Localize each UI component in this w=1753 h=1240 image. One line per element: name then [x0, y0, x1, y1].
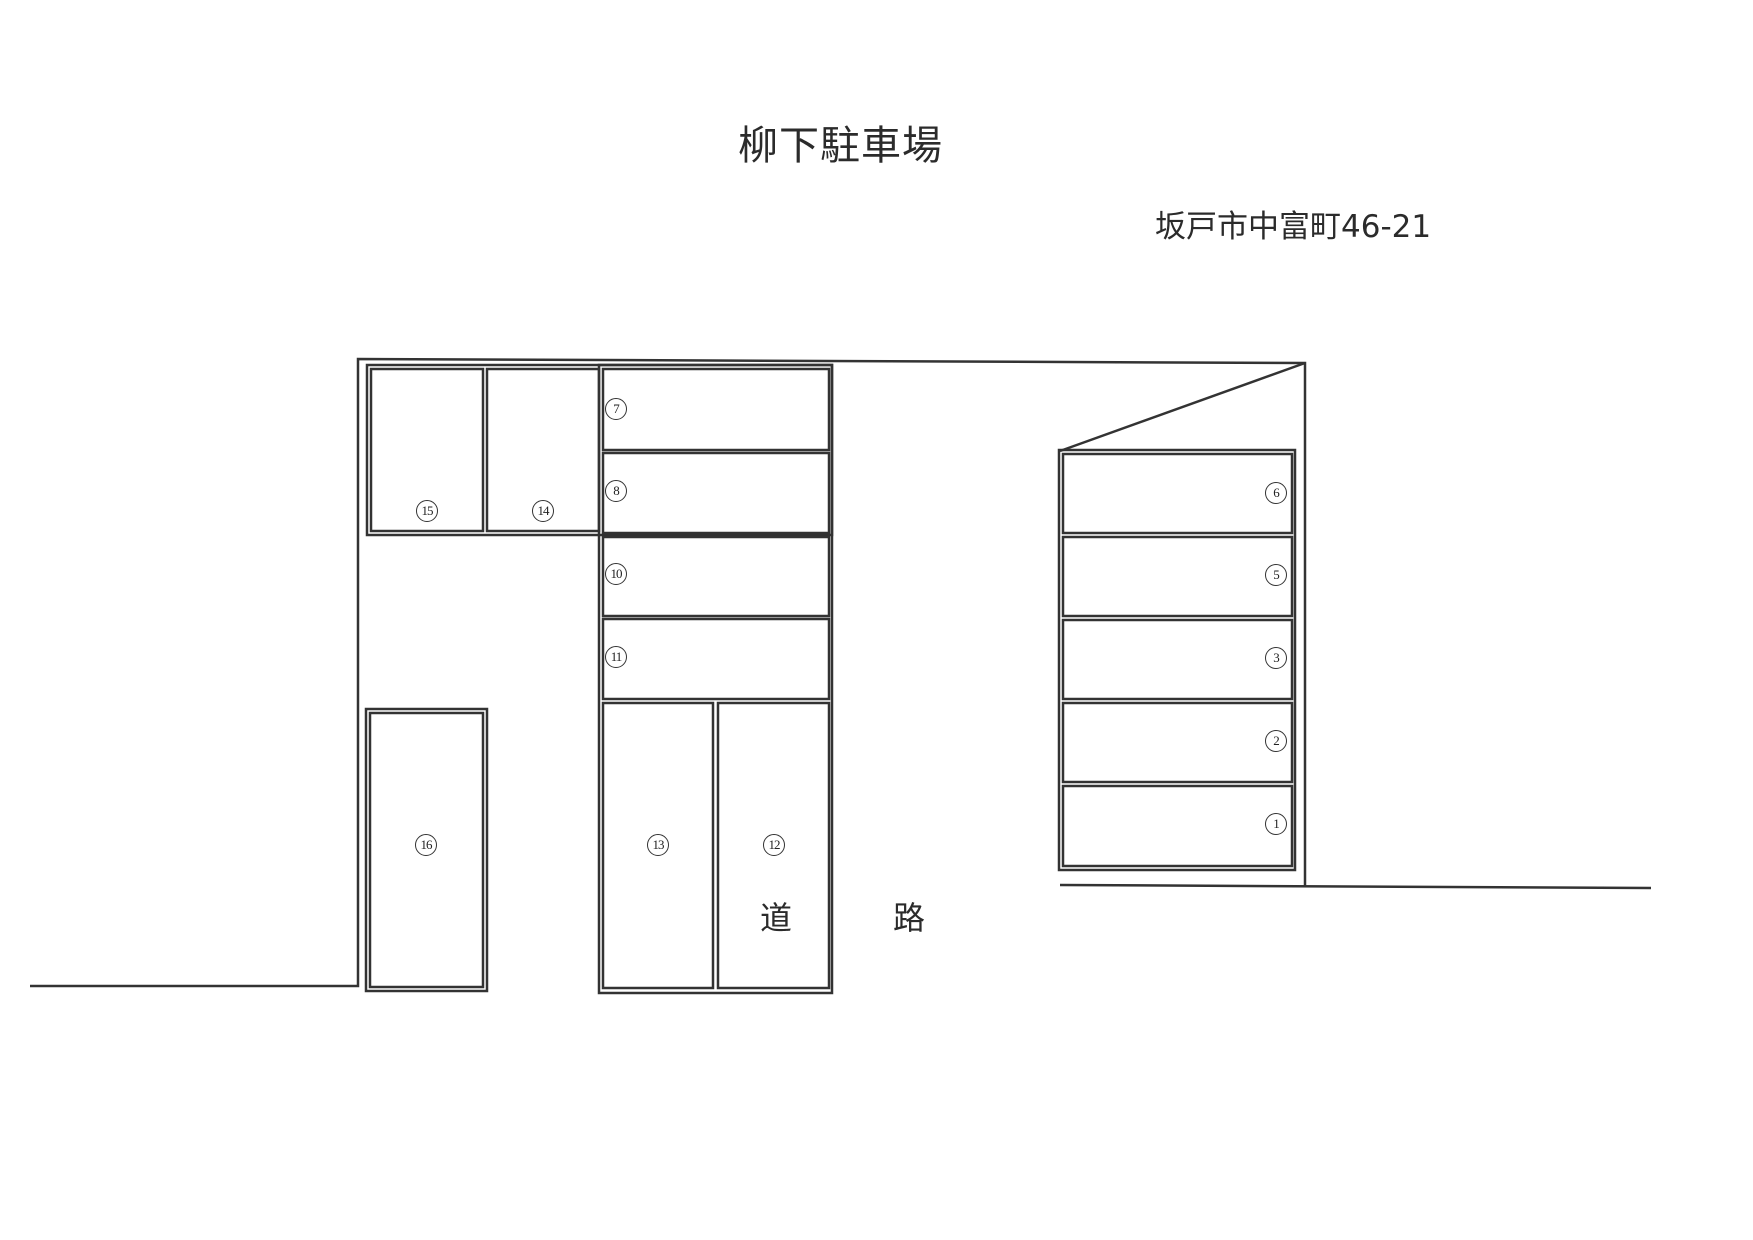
slot-number-12: 12 — [763, 834, 785, 856]
slot-number-10: 10 — [605, 563, 627, 585]
slot-number-16: 16 — [415, 834, 437, 856]
slot-number-11: 11 — [605, 646, 627, 668]
parking-slot-1[interactable] — [1061, 784, 1294, 868]
slot-number-13: 13 — [647, 834, 669, 856]
parking-slot-14[interactable] — [485, 367, 601, 533]
slot-number-15: 15 — [416, 500, 438, 522]
parking-slot-2[interactable] — [1061, 701, 1294, 784]
right-column-block — [1057, 448, 1297, 872]
parking-slot-6[interactable] — [1061, 452, 1294, 535]
parking-slot-12[interactable] — [716, 701, 831, 990]
parking-slot-11[interactable] — [601, 617, 831, 701]
slot-number-7: 7 — [605, 398, 627, 420]
road-label-char-2: 路 — [893, 899, 926, 937]
slot-number-2: 2 — [1265, 730, 1287, 752]
parking-slots — [368, 367, 1294, 990]
slot-number-5: 5 — [1265, 564, 1287, 586]
diagonal-boundary — [1059, 361, 1306, 453]
slot-number-1: 1 — [1265, 813, 1287, 835]
slot-number-14: 14 — [532, 500, 554, 522]
parking-slot-15[interactable] — [369, 367, 485, 533]
parking-slot-16[interactable] — [368, 711, 485, 989]
slot-number-6: 6 — [1265, 482, 1287, 504]
parking-slot-5[interactable] — [1061, 535, 1294, 618]
slot-number-3: 3 — [1265, 647, 1287, 669]
address-label: 坂戸市中富町46-21 — [1155, 209, 1432, 245]
road-label-char-1: 道 — [760, 899, 793, 937]
parking-slot-10[interactable] — [601, 535, 831, 618]
page-title: 柳下駐車場 — [738, 123, 943, 169]
slot-number-8: 8 — [605, 480, 627, 502]
right-road-edge — [1059, 883, 1652, 890]
parking-slot-13[interactable] — [601, 701, 715, 990]
middle-column-block — [597, 363, 834, 995]
parking-slot-7[interactable] — [601, 367, 831, 452]
slot16-block — [364, 707, 489, 993]
parking-slot-8[interactable] — [601, 451, 831, 535]
boundary-lines — [30, 357, 1652, 988]
left-road-edge — [30, 357, 1307, 988]
parking-slot-3[interactable] — [1061, 618, 1294, 701]
slot-blocks — [364, 363, 1297, 995]
